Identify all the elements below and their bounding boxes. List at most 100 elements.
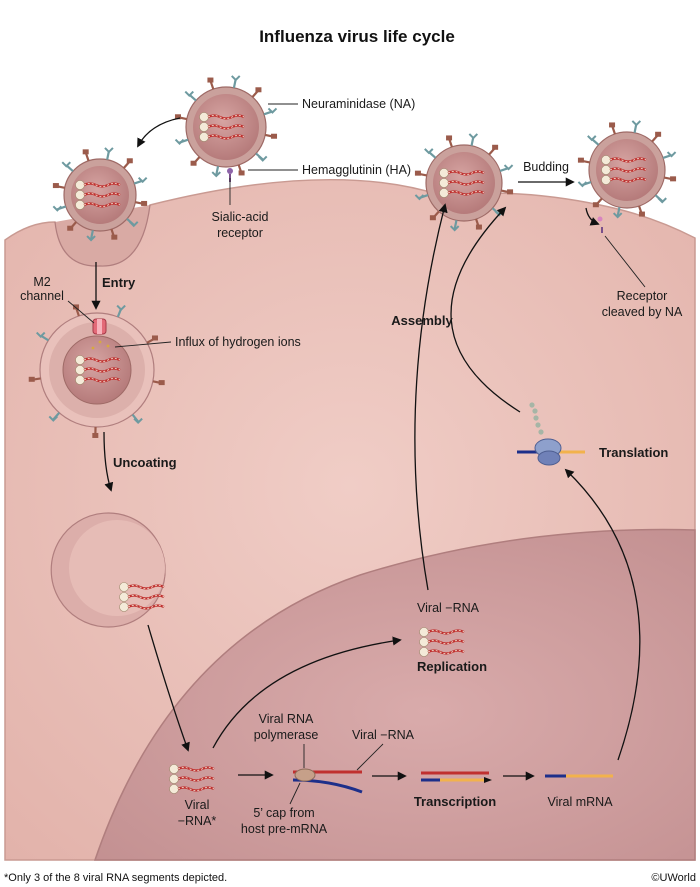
rna-segment (609, 157, 647, 163)
ha-spike-head (104, 147, 114, 154)
ha-spike-head (424, 148, 434, 155)
influx-label: Influx of hydrogen ions (175, 335, 301, 349)
rna-segment (83, 202, 121, 208)
sialic-acid-label-line1: Sialic-acid (212, 210, 269, 224)
rna-segment (127, 594, 165, 600)
na-spike-head (638, 211, 645, 217)
na-spike-head (126, 158, 133, 164)
rna-cap (199, 122, 209, 132)
na-spike-head (158, 380, 165, 386)
na-spike-head (174, 114, 181, 120)
replication-label: Replication (417, 659, 487, 674)
na-spike-head (255, 87, 262, 93)
rna-segment (83, 182, 121, 188)
rna-segment (207, 124, 245, 130)
rna-cap (75, 355, 85, 365)
ha-spike-head (48, 415, 59, 422)
arrow-assembly (414, 203, 448, 591)
cap-label-line1: 5’ cap from (253, 806, 314, 820)
polymerase-label-line2: polymerase (254, 728, 319, 742)
na-spike-head (429, 215, 436, 221)
leader-m2 (67, 300, 95, 324)
rna-segment (447, 170, 485, 176)
leader-cap (289, 782, 301, 805)
rna-cap (119, 592, 129, 602)
rna-cap (75, 365, 85, 375)
rna-segment (83, 357, 121, 363)
rna-segment (177, 776, 215, 782)
rna-cap (169, 764, 179, 774)
ha-spike-head (449, 225, 460, 232)
arrow-to-nucleus (147, 624, 190, 752)
leader-viral-rna-mid (356, 743, 384, 771)
na-spike-head (446, 135, 453, 141)
transcription-label: Transcription (414, 794, 496, 809)
copyright: ©UWorld (651, 872, 696, 884)
rna-cap (439, 178, 449, 188)
viral-rna-segments (75, 112, 647, 794)
na-spike-head (592, 202, 599, 208)
na-spike-head (238, 170, 245, 176)
rna-cap (439, 168, 449, 178)
assembly-label: Assembly (391, 313, 453, 328)
rna-segment (207, 114, 245, 120)
ha-spike-head (231, 75, 241, 82)
uncoating-label: Uncoating (113, 455, 177, 470)
rna-cap (75, 190, 85, 200)
surface-glycoprotein-spikes (28, 75, 677, 438)
rna-segment (83, 377, 121, 383)
ha-spike-head (612, 212, 623, 219)
m2-channel-label-line1: M2 (33, 275, 50, 289)
arrow-replication (212, 636, 402, 749)
ha-spike-head (414, 194, 425, 201)
ha-spike-head (61, 161, 71, 168)
polymerase-label-line1: Viral RNA (259, 712, 314, 726)
rna-segment (609, 167, 647, 173)
ha-spike-head (657, 197, 667, 204)
ha-spike-head (129, 221, 139, 228)
ha-spike-head (666, 151, 677, 158)
viral-neg-rna-label-replication: Viral −RNA (417, 601, 480, 615)
na-spike-head (655, 131, 662, 137)
receptor-cleaved-label-line2: cleaved by NA (602, 305, 683, 319)
rna-segment (447, 190, 485, 196)
ha-spike-head (137, 176, 148, 184)
na-spike-head (507, 189, 514, 195)
rna-cap (75, 180, 85, 190)
na-spike-head (73, 304, 80, 310)
rna-segment (83, 367, 121, 373)
ha-spike-head (587, 135, 597, 142)
neuraminidase-label: Neuraminidase (NA) (302, 97, 415, 111)
ribosome-translating (517, 402, 585, 466)
rna-cap (419, 637, 429, 647)
na-spike-head (271, 133, 278, 139)
rna-cap (439, 188, 449, 198)
m2-channel (91, 318, 110, 350)
viral-rna-star-label-line2: −RNA* (178, 814, 217, 828)
rna-segment (427, 629, 465, 635)
ha-spike (616, 207, 621, 217)
na-spike-head (207, 77, 214, 83)
polymerase-complex (292, 768, 363, 794)
receptor-cleaved-label-line1: Receptor (617, 289, 668, 303)
na-spike-head (92, 432, 99, 438)
ha-spike-head (86, 235, 96, 242)
na-spike-head (609, 122, 616, 128)
ha-spike (215, 165, 220, 176)
ha-spike-head (133, 417, 143, 425)
ha-spike (453, 220, 458, 230)
na-spike-head (67, 225, 74, 231)
virion-attaching (54, 158, 151, 267)
virion-released (588, 131, 666, 209)
translation-label: Translation (599, 445, 668, 460)
rna-segment (177, 786, 215, 792)
arrow-translation-to-membrane (450, 206, 521, 413)
rna-cap (419, 627, 429, 637)
ha-spike-head (631, 120, 642, 127)
ha-spike-head (52, 205, 63, 212)
na-spike-head (111, 234, 118, 240)
entry-label: Entry (102, 275, 136, 290)
na-spike-head (28, 376, 35, 382)
na-spike-head (82, 149, 89, 155)
